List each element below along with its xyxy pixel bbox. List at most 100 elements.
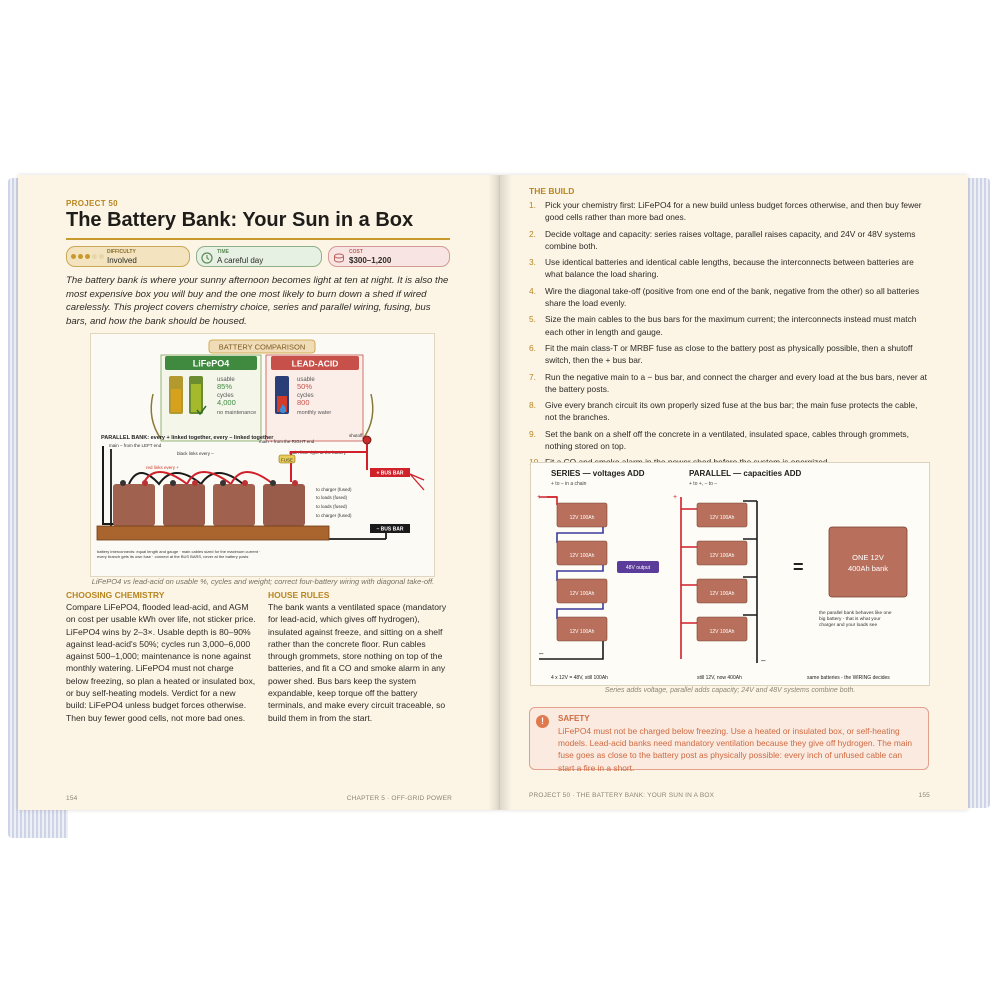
- lead-acid-usable: 50%: [297, 382, 312, 391]
- equals-sign: =: [793, 557, 804, 577]
- difficulty-badge: DIFFICULTY Involved: [66, 246, 190, 267]
- intro-paragraph: The battery bank is where your sunny aft…: [66, 275, 449, 327]
- battery-figure: BATTERY COMPARISON LiFePO4 usable 85% cy…: [90, 333, 435, 577]
- lead-acid-maintenance: monthly water: [297, 410, 331, 416]
- svg-text:+: +: [673, 494, 677, 501]
- svg-text:to loads (fused): to loads (fused): [316, 495, 348, 500]
- svg-text:48V output: 48V output: [626, 565, 651, 571]
- clock-icon: [201, 251, 213, 264]
- lead-acid-cycles: 800: [297, 398, 310, 407]
- svg-text:to charger (fused): to charger (fused): [316, 487, 352, 492]
- left-running-footer: CHAPTER 5 · OFF-GRID POWER: [346, 795, 452, 802]
- svg-text:shutoff: shutoff: [349, 433, 363, 438]
- svg-text:main + from the RIGHT end: main + from the RIGHT end: [259, 439, 315, 444]
- wiring-note: same batteries - the WIRING decides: [807, 675, 890, 681]
- svg-text:usable: usable: [217, 377, 235, 383]
- list-item: 5.Size the main cables to the bus bars f…: [529, 314, 917, 337]
- list-item: 3.Use identical batteries and identical …: [529, 257, 914, 280]
- figure-caption: LiFePO4 vs lead-acid on usable %, cycles…: [91, 577, 435, 586]
- svg-text:12V 100Ah: 12V 100Ah: [710, 515, 735, 521]
- difficulty-caption: DIFFICULTY: [107, 249, 136, 255]
- series-parallel-diagram: SERIES — voltages ADD + to – in a chain …: [530, 462, 930, 686]
- svg-text:black links every –: black links every –: [177, 451, 214, 456]
- difficulty-value: Involved: [107, 256, 137, 265]
- time-badge: TIME A careful day: [196, 246, 322, 267]
- wood-shelf-icon: [96, 525, 330, 541]
- warning-icon: !: [536, 715, 549, 728]
- svg-text:+: +: [537, 494, 541, 501]
- svg-text:12V 100Ah: 12V 100Ah: [710, 553, 735, 559]
- diagram-caption: Series adds voltage, parallel adds capac…: [604, 687, 856, 694]
- svg-text:–: –: [761, 656, 766, 665]
- build-heading: THE BUILD: [529, 186, 575, 196]
- list-item: 8.Give every branch circuit its own prop…: [529, 400, 918, 423]
- cost-caption: COST: [349, 249, 363, 255]
- svg-text:+ BUS BAR: + BUS BAR: [376, 471, 403, 477]
- series-result: 4 x 12V = 48V, still 100Ah: [551, 675, 608, 681]
- project-label: PROJECT 50: [66, 199, 118, 208]
- list-item: 9.Set the bank on a shelf off the concre…: [529, 428, 909, 451]
- parallel-result: still 12V, now 400Ah: [697, 675, 742, 681]
- svg-text:–: –: [539, 649, 544, 658]
- svg-text:12V 100Ah: 12V 100Ah: [710, 591, 735, 597]
- figure-note: battery interconnects: equal length and …: [97, 549, 262, 559]
- svg-text:+ to +, – to –: + to +, – to –: [689, 481, 717, 487]
- coins-icon: [333, 251, 345, 263]
- list-item: 4.Wire the diagonal take-off (positive f…: [529, 285, 920, 308]
- svg-text:12V 100Ah: 12V 100Ah: [570, 591, 595, 597]
- parallel-title: PARALLEL — capacities ADD: [689, 469, 802, 478]
- series-batteries-icon: [556, 502, 608, 642]
- choosing-heading: CHOOSING CHEMISTRY: [66, 590, 165, 600]
- svg-text:cycles: cycles: [217, 393, 234, 399]
- svg-text:main – from the LEFT end: main – from the LEFT end: [109, 443, 162, 448]
- svg-text:12V 100Ah: 12V 100Ah: [570, 553, 595, 559]
- svg-text:to loads (fused): to loads (fused): [316, 504, 348, 509]
- svg-text:usable: usable: [297, 377, 315, 383]
- lifepo4-cycles: 4,000: [217, 398, 236, 407]
- safety-text: LiFePO4 must not be charged below freezi…: [558, 726, 912, 773]
- lifepo4-maintenance: no maintenance: [217, 410, 256, 416]
- cost-value: $300–1,200: [349, 256, 392, 265]
- time-caption: TIME: [217, 249, 229, 255]
- list-item: 7.Run the negative main to a − bus bar, …: [529, 371, 928, 394]
- page-title: The Battery Bank: Your Sun in a Box: [66, 209, 414, 231]
- right-page-number: 155: [918, 792, 930, 799]
- svg-text:to charger (fused): to charger (fused): [316, 513, 352, 518]
- series-title: SERIES — voltages ADD: [551, 469, 645, 478]
- house-rules-text: The bank wants a ventilated space (manda…: [268, 602, 447, 723]
- svg-text:– BUS BAR: – BUS BAR: [377, 527, 404, 533]
- parallel-batteries-icon: [696, 502, 748, 642]
- laurel-left-icon: [150, 393, 162, 440]
- svg-text:cycles: cycles: [297, 393, 314, 399]
- output-badge: [617, 561, 659, 573]
- wiring-diagram: SERIES — voltages ADD + to – in a chain …: [537, 469, 908, 681]
- left-page-number: 154: [66, 795, 78, 802]
- water-drop-icon: [280, 404, 286, 413]
- figure-banner: BATTERY COMPARISON: [219, 343, 306, 352]
- title-rule: [66, 238, 450, 240]
- lifepo4-usable: 85%: [217, 382, 232, 391]
- build-steps: 1.Pick your chemistry first: LiFePO4 for…: [529, 199, 931, 473]
- battery-illustration: BATTERY COMPARISON LiFePO4 usable 85% cy…: [96, 339, 425, 559]
- svg-text:12V 100Ah: 12V 100Ah: [570, 515, 595, 521]
- time-value: A careful day: [217, 256, 264, 265]
- wiring-title: PARALLEL BANK: every + linked together, …: [101, 435, 274, 441]
- svg-text:FUSE: FUSE: [281, 458, 293, 463]
- right-running-footer: PROJECT 50 · THE BATTERY BANK: YOUR SUN …: [529, 792, 715, 799]
- svg-text:ONE 12V: ONE 12V: [852, 553, 884, 562]
- lead-acid-label: LEAD-ACID: [292, 359, 339, 369]
- big-battery-icon: [828, 526, 908, 598]
- svg-text:the parallel bank behaves like: the parallel bank behaves like one big b…: [819, 610, 893, 628]
- safety-heading: SAFETY: [558, 714, 590, 723]
- svg-text:12V 100Ah: 12V 100Ah: [710, 629, 735, 635]
- svg-text:400Ah bank: 400Ah bank: [848, 564, 888, 573]
- svg-text:12V 100Ah: 12V 100Ah: [570, 629, 595, 635]
- svg-text:+ to – in a chain: + to – in a chain: [551, 481, 587, 487]
- cost-badge: COST $300–1,200: [328, 246, 450, 267]
- list-item: 6.Fit the main class-T or MRBF fuse as c…: [529, 342, 913, 366]
- choosing-text: Compare LiFePO4, flooded lead-acid, and …: [66, 602, 256, 723]
- check-icon: [196, 405, 207, 416]
- book-gutter: [488, 175, 512, 810]
- lifepo4-label: LiFePO4: [193, 359, 230, 369]
